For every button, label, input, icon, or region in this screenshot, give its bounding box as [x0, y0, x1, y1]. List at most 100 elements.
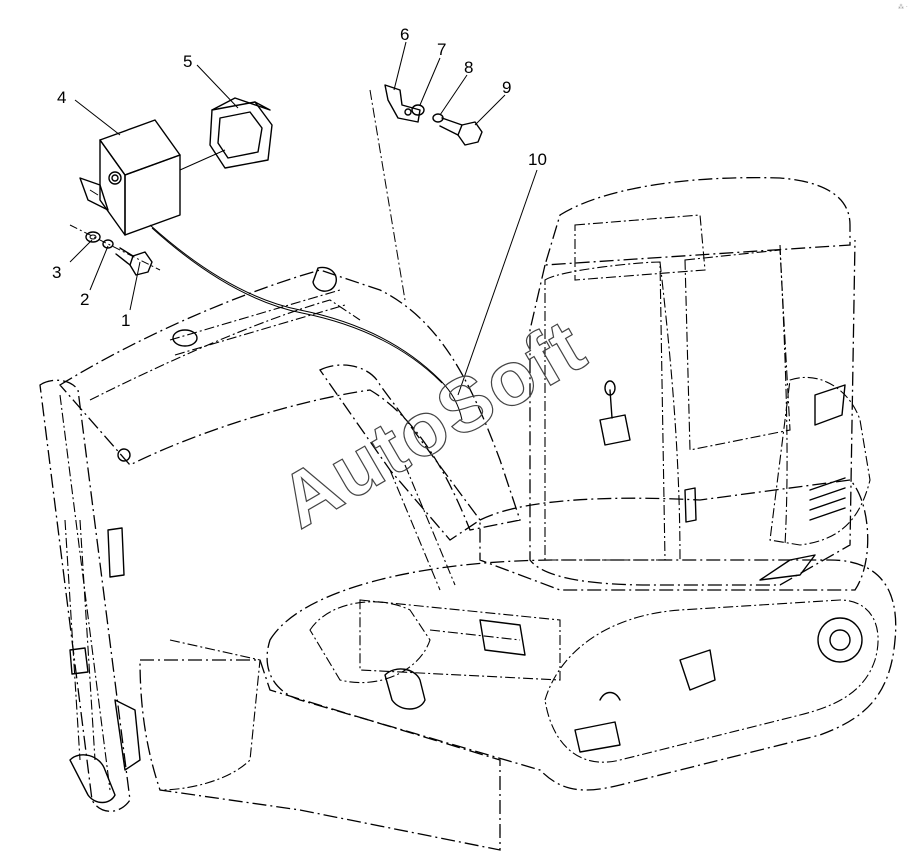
dozer-blade	[139, 659, 501, 851]
arm-cylinder-rod	[69, 647, 89, 675]
dozer-blade-face	[159, 639, 261, 791]
lamp-bracket	[79, 177, 109, 211]
callout-5: 5	[183, 52, 192, 71]
logo-plate	[814, 384, 846, 426]
lamp-housing-front	[99, 139, 126, 236]
boom-cylinder-2	[174, 304, 346, 356]
boom-lower-cyl-2	[404, 464, 456, 586]
lamp-housing-hole	[108, 171, 122, 185]
boom-pin-left	[117, 448, 131, 462]
boom-lower-cyl	[389, 469, 441, 591]
leader-2	[89, 245, 109, 291]
door-handle	[684, 487, 697, 523]
boom	[59, 269, 521, 531]
side-vent	[759, 554, 816, 581]
lamp-housing-side	[124, 154, 181, 236]
arm-cylinder	[64, 519, 81, 761]
callout-3: 3	[52, 263, 61, 282]
cab-frame	[529, 239, 856, 586]
lamp-bracket-slot	[89, 189, 99, 196]
work-lamp-lens	[179, 97, 273, 171]
leader-1	[129, 261, 141, 311]
roller-bracket	[679, 649, 716, 691]
lens-top	[211, 97, 271, 111]
engine-grille-4	[809, 507, 846, 521]
callout-7: 7	[437, 40, 446, 59]
arm-decal	[107, 527, 125, 578]
callout-4: 4	[57, 88, 66, 107]
bolt-9-shank	[439, 117, 463, 136]
cab-door-window	[544, 261, 666, 561]
bracket-6	[384, 84, 421, 123]
leader-lines	[69, 41, 538, 396]
bracket-6-hole	[404, 108, 412, 116]
washer-3	[85, 231, 101, 243]
callout-6: 6	[400, 25, 409, 44]
leader-3	[69, 239, 93, 263]
cab-roof	[544, 176, 851, 266]
work-light-cable-2	[151, 227, 443, 384]
corner-mark: ⁂ ·	[898, 4, 908, 11]
bolt-1-shank	[115, 247, 134, 266]
swing-cylinder-mount	[384, 668, 426, 710]
lens-inner	[217, 111, 263, 159]
boom-inner	[89, 299, 361, 401]
idler-hub	[829, 629, 851, 651]
boom-cylinder	[169, 289, 341, 341]
callout-9: 9	[502, 78, 511, 97]
lock-washer-2	[102, 239, 114, 249]
upper-body	[479, 479, 869, 591]
lens-to-housing	[179, 149, 226, 171]
lamp-housing-hole-inner	[111, 174, 119, 182]
washer-7	[411, 104, 425, 116]
center-frame-2	[429, 629, 521, 641]
callout-10: 10	[528, 150, 547, 169]
work-lamp-housing	[79, 119, 181, 236]
bolt-washers-left	[69, 224, 161, 276]
bracket-axis	[369, 89, 406, 301]
cab-pillar	[659, 261, 681, 561]
boom-cylinder-cap	[172, 329, 198, 347]
track-frame	[266, 559, 897, 791]
engine-grille-1	[809, 477, 846, 491]
leader-4	[74, 99, 121, 136]
cab-rear-window	[684, 249, 791, 451]
control-lever-knob	[604, 380, 616, 396]
track-link-1	[574, 721, 621, 753]
work-light-cable	[149, 224, 463, 421]
cab-rear-pillar	[779, 244, 788, 546]
leader-6	[393, 41, 407, 91]
bucket-link	[69, 754, 116, 804]
callout-labels: 1 2 3 4 5 6 7 8 9 10	[52, 25, 547, 330]
washer-3-hole	[89, 234, 97, 240]
callout-1: 1	[121, 311, 130, 330]
watermark: AutoSoft	[266, 303, 600, 545]
swing-bracket	[319, 364, 481, 541]
center-frame	[359, 599, 561, 681]
leader-5	[196, 64, 239, 109]
leader-10	[457, 169, 538, 396]
track-link-2	[599, 691, 621, 701]
leader-8	[439, 74, 468, 116]
idler-wheel	[817, 617, 863, 663]
engine-cover	[769, 376, 871, 546]
arm	[39, 379, 131, 812]
boom-pin-top	[312, 266, 337, 292]
excavator-outline	[39, 176, 897, 851]
cab-roof-panel	[574, 214, 706, 281]
arm-cylinder-2	[79, 519, 96, 761]
engine-grille-2	[809, 487, 846, 501]
track-pad-left	[309, 601, 431, 684]
leader-7	[419, 57, 441, 106]
bolt-axis-left	[69, 224, 161, 271]
bucket-link-2	[114, 699, 141, 771]
callout-2: 2	[80, 290, 89, 309]
mounting-bracket-right	[369, 84, 483, 301]
track-inner	[544, 599, 879, 763]
control-lever-base	[599, 414, 631, 446]
leader-9	[474, 94, 506, 126]
engine-grille-3	[809, 497, 846, 511]
boom-foot	[479, 619, 526, 656]
callout-8: 8	[464, 58, 473, 77]
